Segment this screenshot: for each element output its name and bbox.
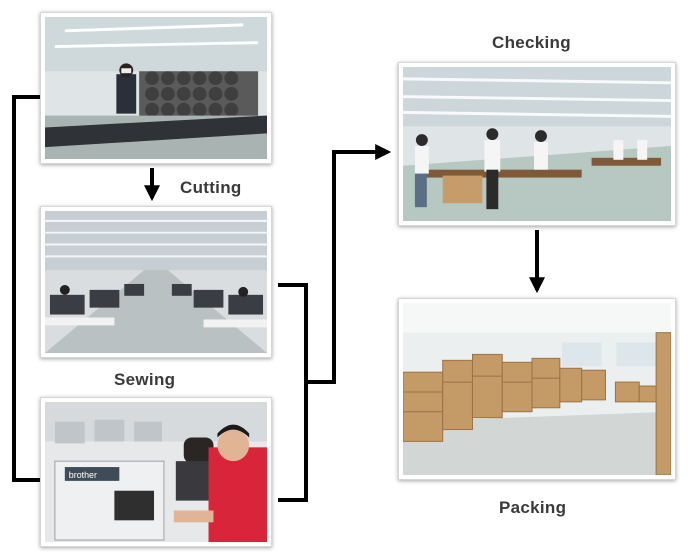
label-cutting: Cutting: [180, 178, 242, 197]
arrow-to-checking: [306, 144, 392, 384]
left-bracket-line: [12, 95, 40, 482]
photo-checking-line: [398, 62, 676, 226]
photo-cutting-room: [40, 12, 272, 164]
machine-brand-text: brother: [69, 470, 97, 480]
photo-embroidery-machine: brother: [40, 397, 272, 547]
right-bracket-line: [278, 283, 308, 502]
label-checking: Checking: [492, 33, 571, 52]
photo-packing-warehouse: [398, 298, 676, 480]
photo-sewing-hall: [40, 206, 272, 358]
label-sewing: Sewing: [114, 370, 176, 389]
label-packing: Packing: [499, 498, 567, 517]
